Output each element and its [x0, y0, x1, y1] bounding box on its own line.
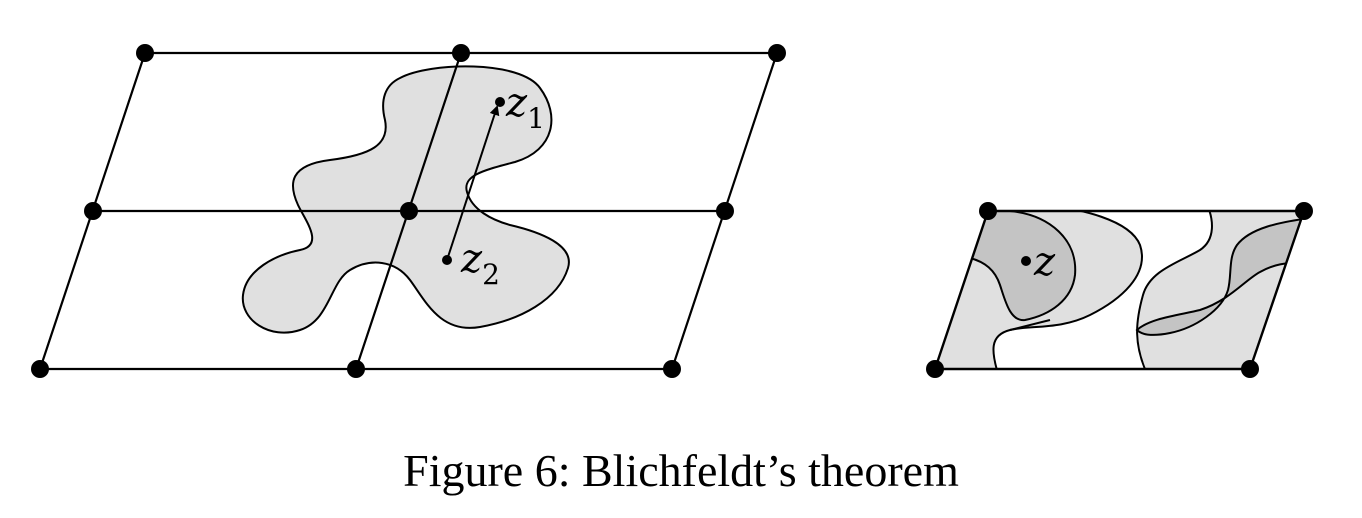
difference-arrow [446, 105, 500, 261]
right-diagram: z [926, 202, 1313, 378]
lattice-point [1295, 202, 1313, 220]
point-z1-dot [495, 97, 505, 107]
region-s [241, 65, 570, 334]
lattice-point [926, 360, 944, 378]
overlap-piece-left [948, 211, 1077, 322]
lattice-point [84, 202, 102, 220]
lattice-point [400, 202, 418, 220]
lattice-point [1241, 360, 1259, 378]
lattice-point [716, 202, 734, 220]
lattice-point [768, 44, 786, 62]
figure-caption: Figure 6: Blichfeldt’s theorem [403, 445, 959, 496]
lattice-point [347, 360, 365, 378]
left-diagram: z1 z2 [31, 44, 786, 378]
point-z-dot [1021, 256, 1031, 266]
lattice-point [979, 202, 997, 220]
lattice-point [136, 44, 154, 62]
overlap-piece-right [1135, 216, 1304, 336]
lattice-point [452, 44, 470, 62]
lattice-point [31, 360, 49, 378]
lattice-point [663, 360, 681, 378]
translated-piece-bottom-left [1009, 319, 1051, 331]
point-z1-label: z1 [505, 80, 545, 135]
point-z-label: z [1033, 239, 1056, 285]
point-z2-dot [442, 255, 452, 265]
point-z2-label: z2 [460, 236, 500, 291]
